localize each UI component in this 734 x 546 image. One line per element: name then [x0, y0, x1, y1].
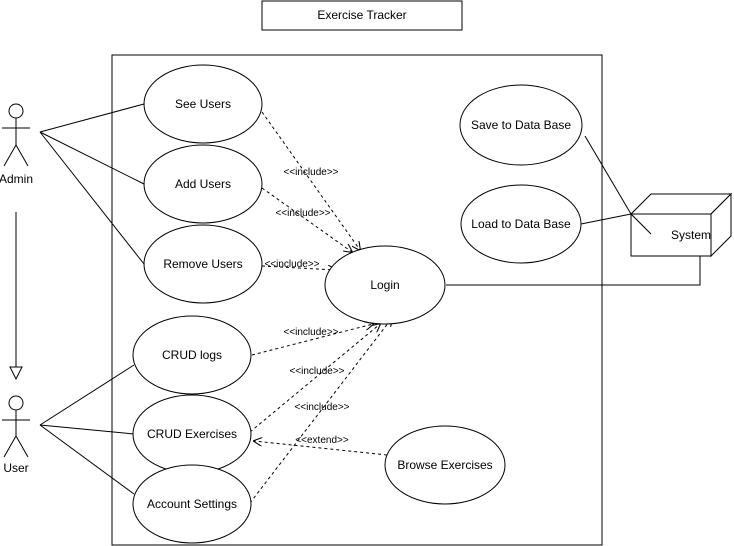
use-case-save-db-label: Save to Data Base [471, 118, 571, 132]
use-case-browse-exercises[interactable]: Browse Exercises [384, 425, 506, 505]
include-label-account-settings: <<include>> [294, 402, 349, 413]
actor-associations [39, 103, 145, 495]
use-case-load-db-label: Load to Data Base [471, 217, 571, 231]
extend-label-browse-exercises: <<extend>> [295, 435, 349, 446]
system-node[interactable]: System [629, 192, 733, 258]
user-actor: User [2, 395, 30, 475]
use-case-crud-logs-label: CRUD logs [162, 348, 222, 362]
use-case-remove-users[interactable]: Remove Users [143, 224, 263, 304]
use-case-see-users[interactable]: See Users [143, 64, 263, 144]
use-case-save-db[interactable]: Save to Data Base [459, 84, 583, 166]
use-case-remove-users-label: Remove Users [163, 257, 242, 271]
actor-generalization [9, 212, 23, 381]
use-case-account-settings[interactable]: Account Settings [132, 464, 252, 544]
system-connections [446, 135, 701, 286]
include-label-remove-users: <<include>> [264, 259, 319, 270]
use-case-see-users-label: See Users [175, 97, 231, 111]
use-case-account-settings-label: Account Settings [147, 497, 237, 511]
include-label-add-users: <<include>> [275, 208, 330, 219]
use-case-login-label: Login [370, 278, 399, 292]
user-actor-label: User [3, 461, 28, 475]
use-case-load-db[interactable]: Load to Data Base [460, 184, 582, 264]
use-case-browse-exercises-label: Browse Exercises [397, 458, 492, 472]
system-node-label: System [671, 228, 711, 242]
admin-actor-label: Admin [0, 172, 33, 186]
relation-labels: <<include>> <<include>> <<include>> <<in… [264, 167, 349, 446]
use-case-crud-exercises-label: CRUD Exercises [147, 427, 237, 441]
include-label-see-users: <<include>> [283, 167, 338, 178]
use-case-add-users[interactable]: Add Users [143, 144, 263, 224]
include-label-crud-exercises: <<include>> [289, 366, 344, 377]
use-case-add-users-label: Add Users [175, 177, 231, 191]
include-label-crud-logs: <<include>> [283, 327, 338, 338]
diagram-title-text: Exercise Tracker [317, 8, 406, 22]
use-case-login[interactable]: Login [324, 245, 446, 325]
admin-actor: Admin [0, 103, 33, 186]
use-case-crud-logs[interactable]: CRUD logs [132, 315, 252, 395]
use-case-crud-exercises[interactable]: CRUD Exercises [132, 394, 252, 474]
include-relations [249, 111, 392, 504]
diagram-title: Exercise Tracker [261, 0, 463, 31]
